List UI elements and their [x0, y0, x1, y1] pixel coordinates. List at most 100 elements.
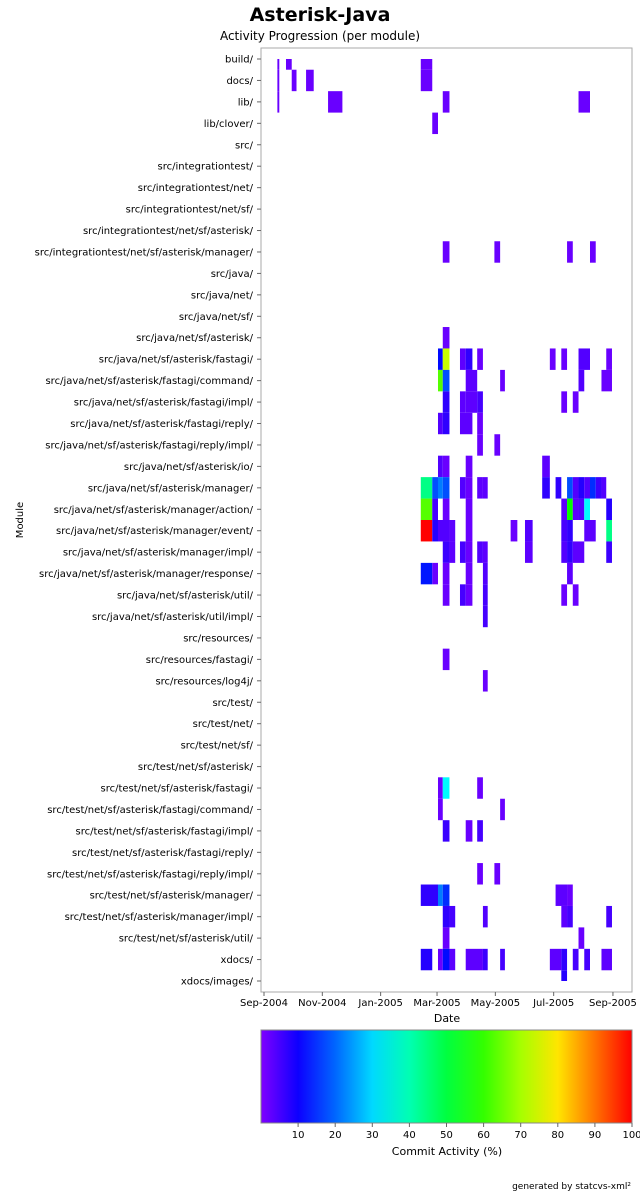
heatmap-cell [437, 477, 443, 499]
heatmap-cell [437, 348, 443, 370]
y-tick-label: src/test/net/sf/asterisk/fastagi/impl/ [75, 826, 253, 837]
y-tick-label: src/test/net/sf/asterisk/manager/impl/ [65, 912, 254, 923]
heatmap-cell [567, 241, 573, 263]
heatmap-cell [578, 498, 585, 520]
heatmap-cell [420, 69, 433, 92]
heatmap-cell [442, 648, 450, 671]
y-tick-label: src/java/ [211, 269, 254, 280]
heatmap-cell [442, 777, 450, 799]
heatmap-cell [420, 520, 433, 542]
heatmap-cell [524, 520, 533, 542]
heatmap-cell [442, 927, 450, 949]
heatmap-cell [465, 369, 478, 392]
heatmap-cell [437, 884, 443, 906]
heatmap-cell [465, 562, 473, 585]
heatmap-cell [606, 348, 612, 370]
heatmap-cell [465, 498, 473, 520]
heatmap-cell [561, 348, 568, 370]
heatmap-cell [584, 948, 590, 971]
heatmap-cell [477, 777, 483, 799]
heatmap-cell [442, 477, 450, 499]
heatmap-cell [285, 59, 292, 70]
heatmap-cell [277, 69, 280, 92]
heatmap-cell [510, 520, 518, 542]
y-tick-label: src/java/net/ [191, 290, 254, 301]
heatmap-cell [567, 562, 573, 585]
heatmap-cell [578, 369, 585, 392]
heatmap-cell [567, 520, 573, 542]
heatmap-cell [465, 541, 473, 563]
y-tick-label: src/java/net/sf/asterisk/fastagi/reply/i… [45, 440, 253, 451]
heatmap-cell [482, 541, 488, 563]
heatmap-cell [542, 455, 550, 478]
heatmap-cell [595, 477, 602, 499]
heatmap-cell [561, 905, 568, 928]
y-tick-label: src/ [235, 140, 254, 151]
heatmap-cell [482, 584, 488, 606]
heatmap-cell [606, 520, 612, 542]
y-tick-label: src/resources/log4j/ [155, 676, 253, 687]
heatmap-cell [477, 391, 483, 413]
heatmap-cell [442, 412, 450, 435]
y-tick-label: src/test/net/sf/asterisk/fastagi/reply/ [72, 848, 254, 859]
heatmap-cell [572, 391, 579, 413]
x-tick-label: Jul-2005 [532, 998, 574, 1009]
heatmap-cell [567, 884, 573, 906]
heatmap-cell [494, 241, 501, 263]
x-tick-label: Nov-2004 [298, 998, 346, 1009]
heatmap-cell [589, 241, 596, 263]
x-tick-label: May-2005 [471, 998, 521, 1009]
heatmap-cell [494, 863, 501, 885]
heatmap-cell [477, 820, 483, 842]
y-tick-label: src/test/net/sf/asterisk/fastagi/command… [47, 805, 253, 816]
colorbar-tick-label: 10 [292, 1130, 305, 1141]
heatmap-cell [432, 498, 438, 520]
heatmap-cell [572, 541, 585, 563]
heatmap-cell [442, 455, 450, 478]
heatmap-cell [432, 477, 438, 499]
x-axis-label: Date [434, 1012, 461, 1025]
heatmap-cell [561, 498, 568, 520]
y-tick-label: src/test/net/sf/asterisk/fastagi/ [101, 784, 254, 795]
y-tick-label: build/ [225, 55, 254, 66]
heatmap-cell [606, 541, 612, 563]
y-tick-label: src/java/net/sf/asterisk/fastagi/command… [45, 376, 253, 387]
chart-subtitle: Activity Progression (per module) [219, 29, 421, 43]
heatmap-cell [572, 948, 579, 971]
y-tick-label: src/test/net/sf/ [181, 741, 254, 752]
heatmap-cell [459, 541, 466, 563]
heatmap-cell [437, 369, 443, 392]
heatmap-cell [459, 348, 466, 370]
heatmap-cell [465, 820, 473, 842]
heatmap-cell [601, 369, 612, 392]
heatmap-cell [572, 584, 579, 606]
y-tick-label: src/integrationtest/net/sf/asterisk/mana… [35, 247, 254, 258]
heatmap-cell [555, 477, 562, 499]
heatmap-cell [432, 112, 438, 135]
heatmap-cell [561, 541, 568, 563]
colorbar-tick-label: 80 [551, 1130, 564, 1141]
heatmap-cell [572, 498, 579, 520]
heatmap-cell [606, 498, 612, 520]
heatmap-cell [465, 584, 473, 606]
heatmap-cell [477, 412, 483, 435]
heatmap-cell [500, 369, 505, 392]
heatmap-cell [561, 520, 568, 542]
y-tick-label: src/test/net/sf/asterisk/manager/ [90, 891, 254, 902]
y-tick-label: src/integrationtest/net/sf/asterisk/ [83, 226, 254, 237]
heatmap-cell [482, 670, 488, 692]
heatmap-cell [578, 927, 585, 949]
heatmap-cell [277, 59, 280, 70]
heatmap-cell [578, 477, 585, 499]
heatmap-cell [477, 541, 483, 563]
y-tick-label: src/resources/ [183, 633, 253, 644]
heatmap-cell [442, 327, 450, 349]
y-tick-label: src/java/net/sf/asterisk/manager/impl/ [63, 548, 254, 559]
heatmap-cell [459, 477, 466, 499]
heatmap-cell [437, 948, 443, 971]
heatmap-cell [437, 798, 443, 821]
heatmap-cell [437, 520, 450, 542]
heatmap-cell [420, 498, 433, 520]
heatmap-cell [524, 541, 533, 563]
colorbar-tick-label: 60 [477, 1130, 490, 1141]
